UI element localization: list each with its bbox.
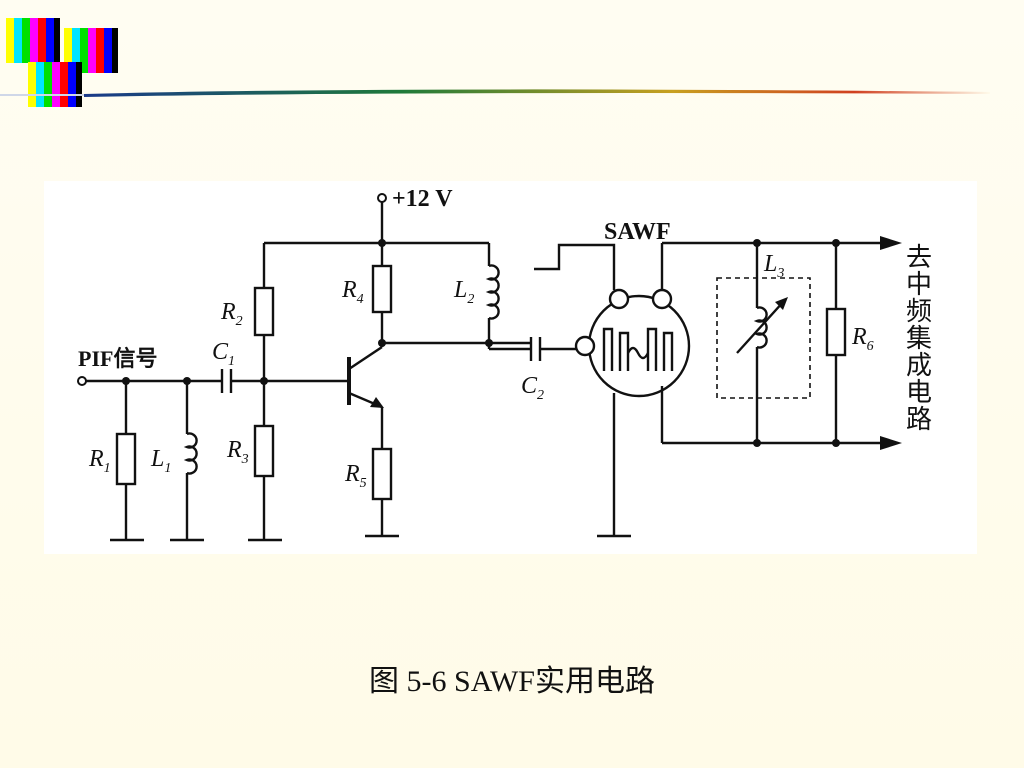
label-r1: R1 [88, 446, 111, 476]
resistor-r1 [115, 432, 137, 486]
svg-text:集: 集 [906, 324, 932, 353]
inductor-l3 [753, 306, 768, 349]
inductor-l2 [485, 264, 500, 320]
sawf-filter [574, 288, 691, 398]
svg-text:电: 电 [906, 378, 932, 407]
label-r4: R4 [341, 277, 364, 307]
inductor-l1 [183, 432, 198, 475]
figure-caption: 图 5-6 SAWF实用电路 [369, 665, 655, 698]
svg-text:成: 成 [906, 351, 932, 380]
supply-terminal [377, 193, 387, 203]
label-r5: R5 [344, 461, 367, 491]
resistor-r4 [371, 264, 393, 314]
svg-text:去: 去 [906, 243, 932, 272]
label-r6: R6 [851, 324, 874, 354]
l3-adjust-arrow [736, 300, 785, 354]
color-bars-top-right [64, 28, 118, 73]
transistor [347, 343, 384, 449]
l3-shield-box [716, 277, 811, 399]
input-terminal [77, 376, 87, 386]
resistor-r5 [371, 447, 393, 501]
label-r2: R2 [220, 299, 243, 329]
resistor-r6 [825, 307, 847, 357]
color-bars-bottom [28, 62, 82, 107]
label-c1: C1 [212, 339, 235, 369]
color-bars-top-left [6, 18, 60, 63]
label-l3: L3 [763, 251, 784, 281]
supply-label: +12 V [392, 186, 453, 212]
header-swoosh [0, 89, 990, 97]
label-l1: L1 [150, 446, 171, 476]
label-r3: R3 [226, 437, 249, 467]
svg-text:路: 路 [906, 405, 932, 434]
svg-text:中: 中 [906, 270, 932, 299]
sawf-label: SAWF [604, 219, 671, 245]
resistor-r3 [253, 424, 275, 478]
circuit-diagram: +12 V R2 R4 L2 C2 PIF信号 [77, 186, 932, 542]
input-label: PIF信号 [78, 346, 157, 371]
svg-text:频: 频 [906, 297, 932, 326]
output-label: 去 中 频 集 成 电 路 [906, 243, 932, 434]
resistor-r2 [253, 286, 275, 337]
label-c2: C2 [521, 373, 544, 403]
circuit-figure: +12 V R2 R4 L2 C2 PIF信号 [44, 181, 977, 554]
color-bar-logo [6, 18, 118, 107]
label-l2: L2 [453, 277, 474, 307]
